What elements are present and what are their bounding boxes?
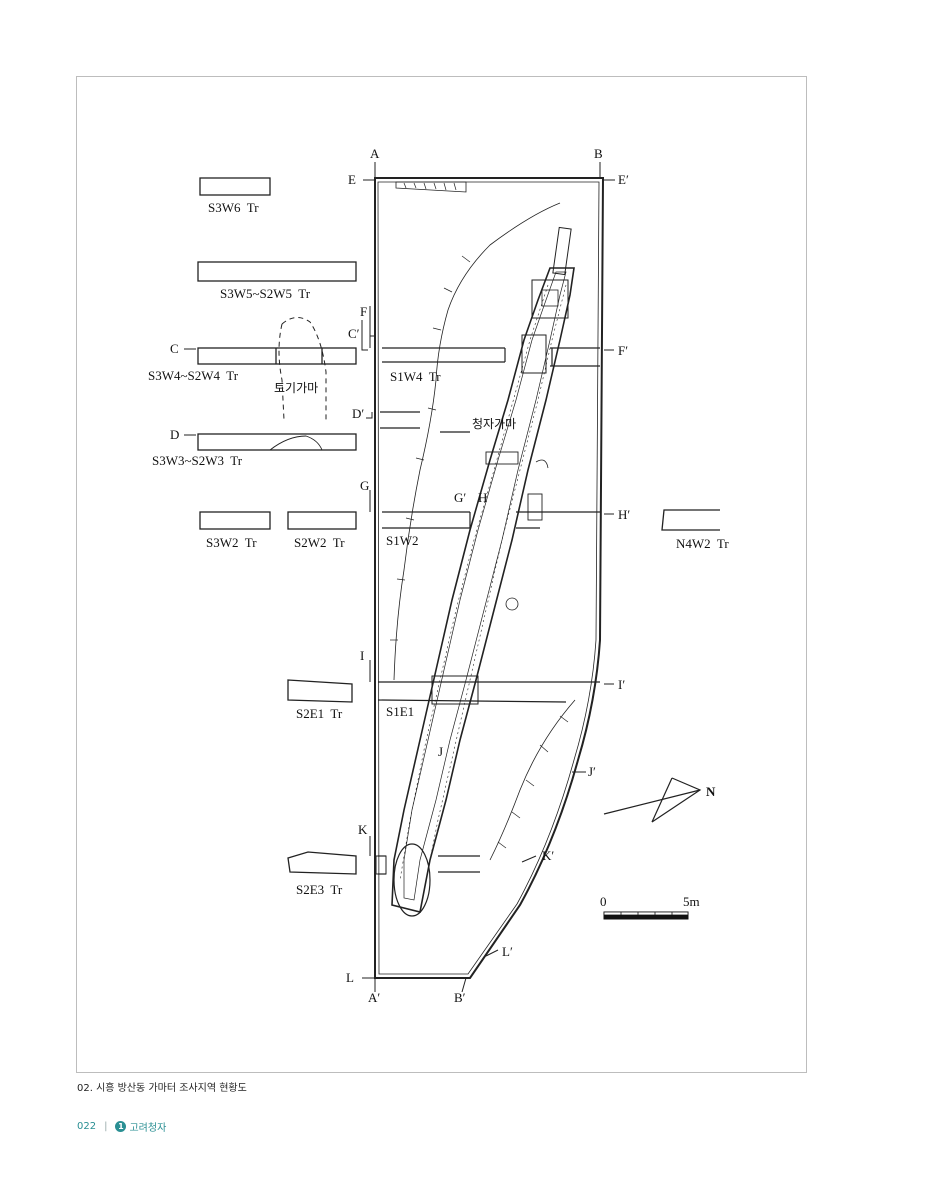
marker-g-prime: G′ xyxy=(454,490,466,505)
marker-f: F xyxy=(360,304,367,319)
marker-d-prime: D′ xyxy=(352,406,364,421)
marker-l: L xyxy=(346,970,354,985)
marker-h-prime: H′ xyxy=(618,507,630,522)
pottery-kiln-outline xyxy=(278,317,327,421)
label-s3w5-s2w5: S3W5~S2W5 Tr xyxy=(220,286,311,301)
scale-bar xyxy=(603,911,689,920)
marker-b: B xyxy=(594,146,603,161)
trench-s3w4-s2w4 xyxy=(197,347,357,365)
marker-j-prime: J′ xyxy=(588,764,596,779)
trench-s2e1 xyxy=(287,679,353,703)
site-boundary xyxy=(374,177,605,979)
label-s1w2: S1W2 xyxy=(386,533,419,548)
chapter-title: 고려청자 xyxy=(129,1123,167,1134)
label-s2e1: S2E1 Tr xyxy=(296,706,343,721)
figure-frame xyxy=(76,76,807,1073)
marker-f-prime: F′ xyxy=(618,343,628,358)
marker-a-prime: A′ xyxy=(368,990,380,1005)
trench-s3w3-s2w3 xyxy=(197,433,357,451)
trench-s3w5-s2w5 xyxy=(197,261,357,282)
trench-s2w2 xyxy=(287,511,357,530)
figure-caption: 02. 시흥 방산동 가마터 조사지역 현황도 xyxy=(77,1083,247,1094)
page-number: 022 xyxy=(77,1121,97,1132)
label-s3w2: S3W2 Tr xyxy=(206,535,257,550)
label-s3w6: S3W6 Tr xyxy=(208,200,259,215)
marker-k: K xyxy=(358,822,368,837)
label-n4w2: N4W2 Tr xyxy=(676,536,729,551)
label-s3w4-s2w4: S3W4~S2W4 Tr xyxy=(148,368,239,383)
marker-c: C xyxy=(170,341,179,356)
north-arrow-label: N xyxy=(706,784,716,799)
marker-i-prime: I′ xyxy=(618,677,625,692)
north-arrow-icon xyxy=(603,777,702,823)
chapter-number-badge: 1 xyxy=(115,1121,127,1132)
marker-j: J xyxy=(438,744,443,759)
scale-bar-end: 5m xyxy=(683,894,700,909)
label-s2w2: S2W2 Tr xyxy=(294,535,345,550)
marker-i: I xyxy=(360,648,364,663)
scale-bar-start: 0 xyxy=(600,894,607,909)
label-s1e1: S1E1 xyxy=(386,704,414,719)
marker-g: G xyxy=(360,478,369,493)
marker-k-prime: K′ xyxy=(542,848,554,863)
trench-s3w2 xyxy=(199,511,271,530)
marker-b-prime: B′ xyxy=(454,990,466,1005)
celadon-kiln-outline xyxy=(391,267,575,913)
marker-e-prime: E′ xyxy=(618,172,629,187)
trench-s2e3 xyxy=(287,851,357,875)
marker-l-prime: L′ xyxy=(502,944,513,959)
marker-h: H xyxy=(478,490,487,505)
page-footer: 022 | 1 고려청자 xyxy=(77,1119,166,1134)
footer-divider: | xyxy=(104,1121,108,1132)
marker-a: A xyxy=(370,146,380,161)
label-s3w3-s2w3: S3W3~S2W3 Tr xyxy=(152,453,243,468)
label-s1w4: S1W4 Tr xyxy=(390,369,441,384)
trench-s3w6 xyxy=(199,177,271,196)
marker-d: D xyxy=(170,427,179,442)
marker-e: E xyxy=(348,172,356,187)
label-s2e3: S2E3 Tr xyxy=(296,882,343,897)
marker-c-prime: C′ xyxy=(348,326,360,341)
label-pottery-kiln: 토기가마 xyxy=(274,381,318,395)
trench-n4w2 xyxy=(661,509,720,531)
label-celadon-kiln: 청자가마 xyxy=(472,417,516,431)
